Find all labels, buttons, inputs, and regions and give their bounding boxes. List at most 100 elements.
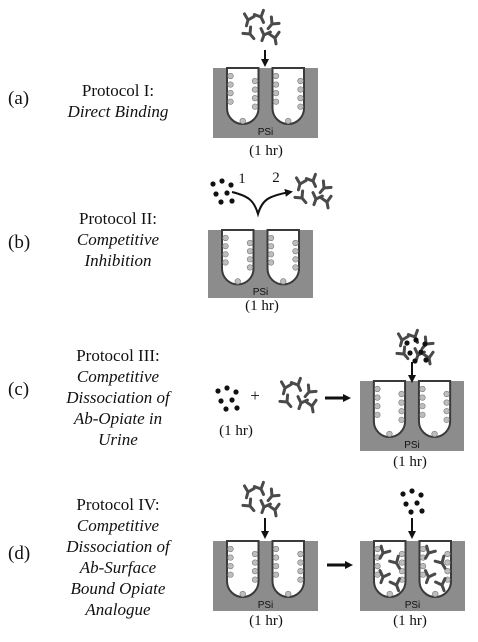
plus-sign: + (250, 386, 260, 405)
surface-analogue (222, 259, 229, 266)
surface-analogue (272, 72, 280, 80)
antibody (242, 484, 256, 500)
surface-analogue (272, 545, 280, 553)
protocol-desc-line: Inhibition (84, 251, 152, 270)
opiate-molecule (400, 491, 406, 497)
opiate-molecule (422, 341, 428, 347)
protocol-desc-line: Analogue (85, 600, 151, 619)
antibody (433, 554, 447, 570)
surface-analogue (227, 90, 234, 97)
antibody (311, 191, 324, 207)
surface-analogue (297, 568, 304, 575)
opiate-molecule (419, 508, 425, 514)
antibody (279, 380, 293, 396)
surface-analogue (239, 117, 246, 125)
antibody (266, 487, 281, 503)
surface-analogue (374, 403, 381, 410)
opiate-molecule (224, 190, 230, 196)
antibody (303, 383, 318, 399)
opiate-molecule (414, 500, 420, 506)
antibody-arm (270, 493, 281, 498)
antibody-arm (427, 350, 435, 360)
antibody-arm (300, 189, 305, 200)
surface-analogue (374, 385, 381, 393)
surface-analogue (227, 72, 234, 80)
opiate-molecule (224, 385, 230, 391)
panel-b-letter: (b) (8, 232, 31, 253)
antibody (252, 480, 266, 496)
opiate-molecule (215, 388, 221, 394)
antibody-arm (400, 334, 410, 342)
antibody-arm (381, 572, 391, 579)
opiate-molecule (228, 182, 234, 188)
antibody-arm (259, 8, 265, 19)
surface-analogue (292, 248, 299, 255)
psi-label: PSi (258, 127, 274, 138)
surface-analogue (297, 103, 304, 110)
antibody-arm (395, 554, 400, 565)
surface-analogue (419, 545, 427, 553)
antibody (241, 25, 256, 41)
antibody-arm (381, 549, 392, 555)
surface-analogue (227, 98, 234, 105)
panel-b-time: (1 hr) (245, 298, 279, 314)
antibody-arm (296, 376, 302, 387)
surface-analogue (444, 550, 451, 558)
surface-analogue (251, 86, 259, 93)
pore (266, 229, 300, 286)
antibody-arm (270, 21, 281, 26)
surface-analogue (251, 95, 259, 102)
surface-analogue (251, 568, 259, 575)
panel-c-title: Protocol III: Competitive Dissociation o… (38, 345, 198, 450)
surface-analogue (432, 590, 439, 598)
antibody (259, 27, 272, 43)
surface-analogue (227, 545, 234, 553)
antibody (294, 176, 308, 192)
surface-analogue (251, 77, 259, 85)
pore (271, 67, 305, 125)
surface-analogue (267, 234, 275, 242)
panel-d-letter: (d) (8, 543, 31, 564)
psi-label: PSi (253, 287, 269, 298)
antibody-arm (273, 30, 281, 40)
surface-analogue (398, 559, 406, 566)
antibody (378, 544, 392, 560)
protocol-desc-line: Competitive (76, 367, 160, 386)
surface-analogue (398, 408, 405, 415)
protocol-desc-line: Competitive (76, 516, 160, 535)
surface-analogue (374, 411, 381, 418)
psi-substrate (213, 67, 318, 138)
surface-analogue (431, 430, 438, 438)
surface-analogue (297, 77, 304, 85)
surface-analogue (444, 568, 451, 575)
opiate-molecule (223, 406, 229, 412)
surface-analogue (272, 554, 280, 561)
opiate-molecule (413, 337, 419, 343)
antibody-arm (246, 486, 256, 494)
surface-analogue (239, 590, 246, 598)
surface-analogue (398, 399, 405, 406)
antibody (434, 577, 447, 593)
antibody (424, 569, 437, 585)
antibody (395, 345, 410, 361)
surface-analogue (222, 234, 229, 242)
antibody (278, 393, 293, 409)
surface-analogue (419, 394, 426, 401)
opiate-molecule (213, 191, 219, 197)
surface-analogue (227, 554, 234, 561)
antibody (242, 12, 256, 28)
surface-analogue (280, 278, 287, 285)
surface-analogue (285, 117, 292, 125)
pore (221, 229, 255, 286)
opiate-molecule (407, 350, 413, 356)
opiate-molecule (404, 340, 410, 346)
protocol-desc-line: Urine (98, 430, 138, 449)
surface-analogue (292, 239, 299, 247)
panel-a-title: Protocol I: Direct Binding (38, 80, 198, 122)
opiate-molecule (408, 509, 414, 515)
surface-analogue (246, 256, 254, 263)
antibody-arm (402, 345, 407, 356)
antibody (241, 497, 256, 513)
panel-c-letter: (c) (8, 379, 30, 400)
